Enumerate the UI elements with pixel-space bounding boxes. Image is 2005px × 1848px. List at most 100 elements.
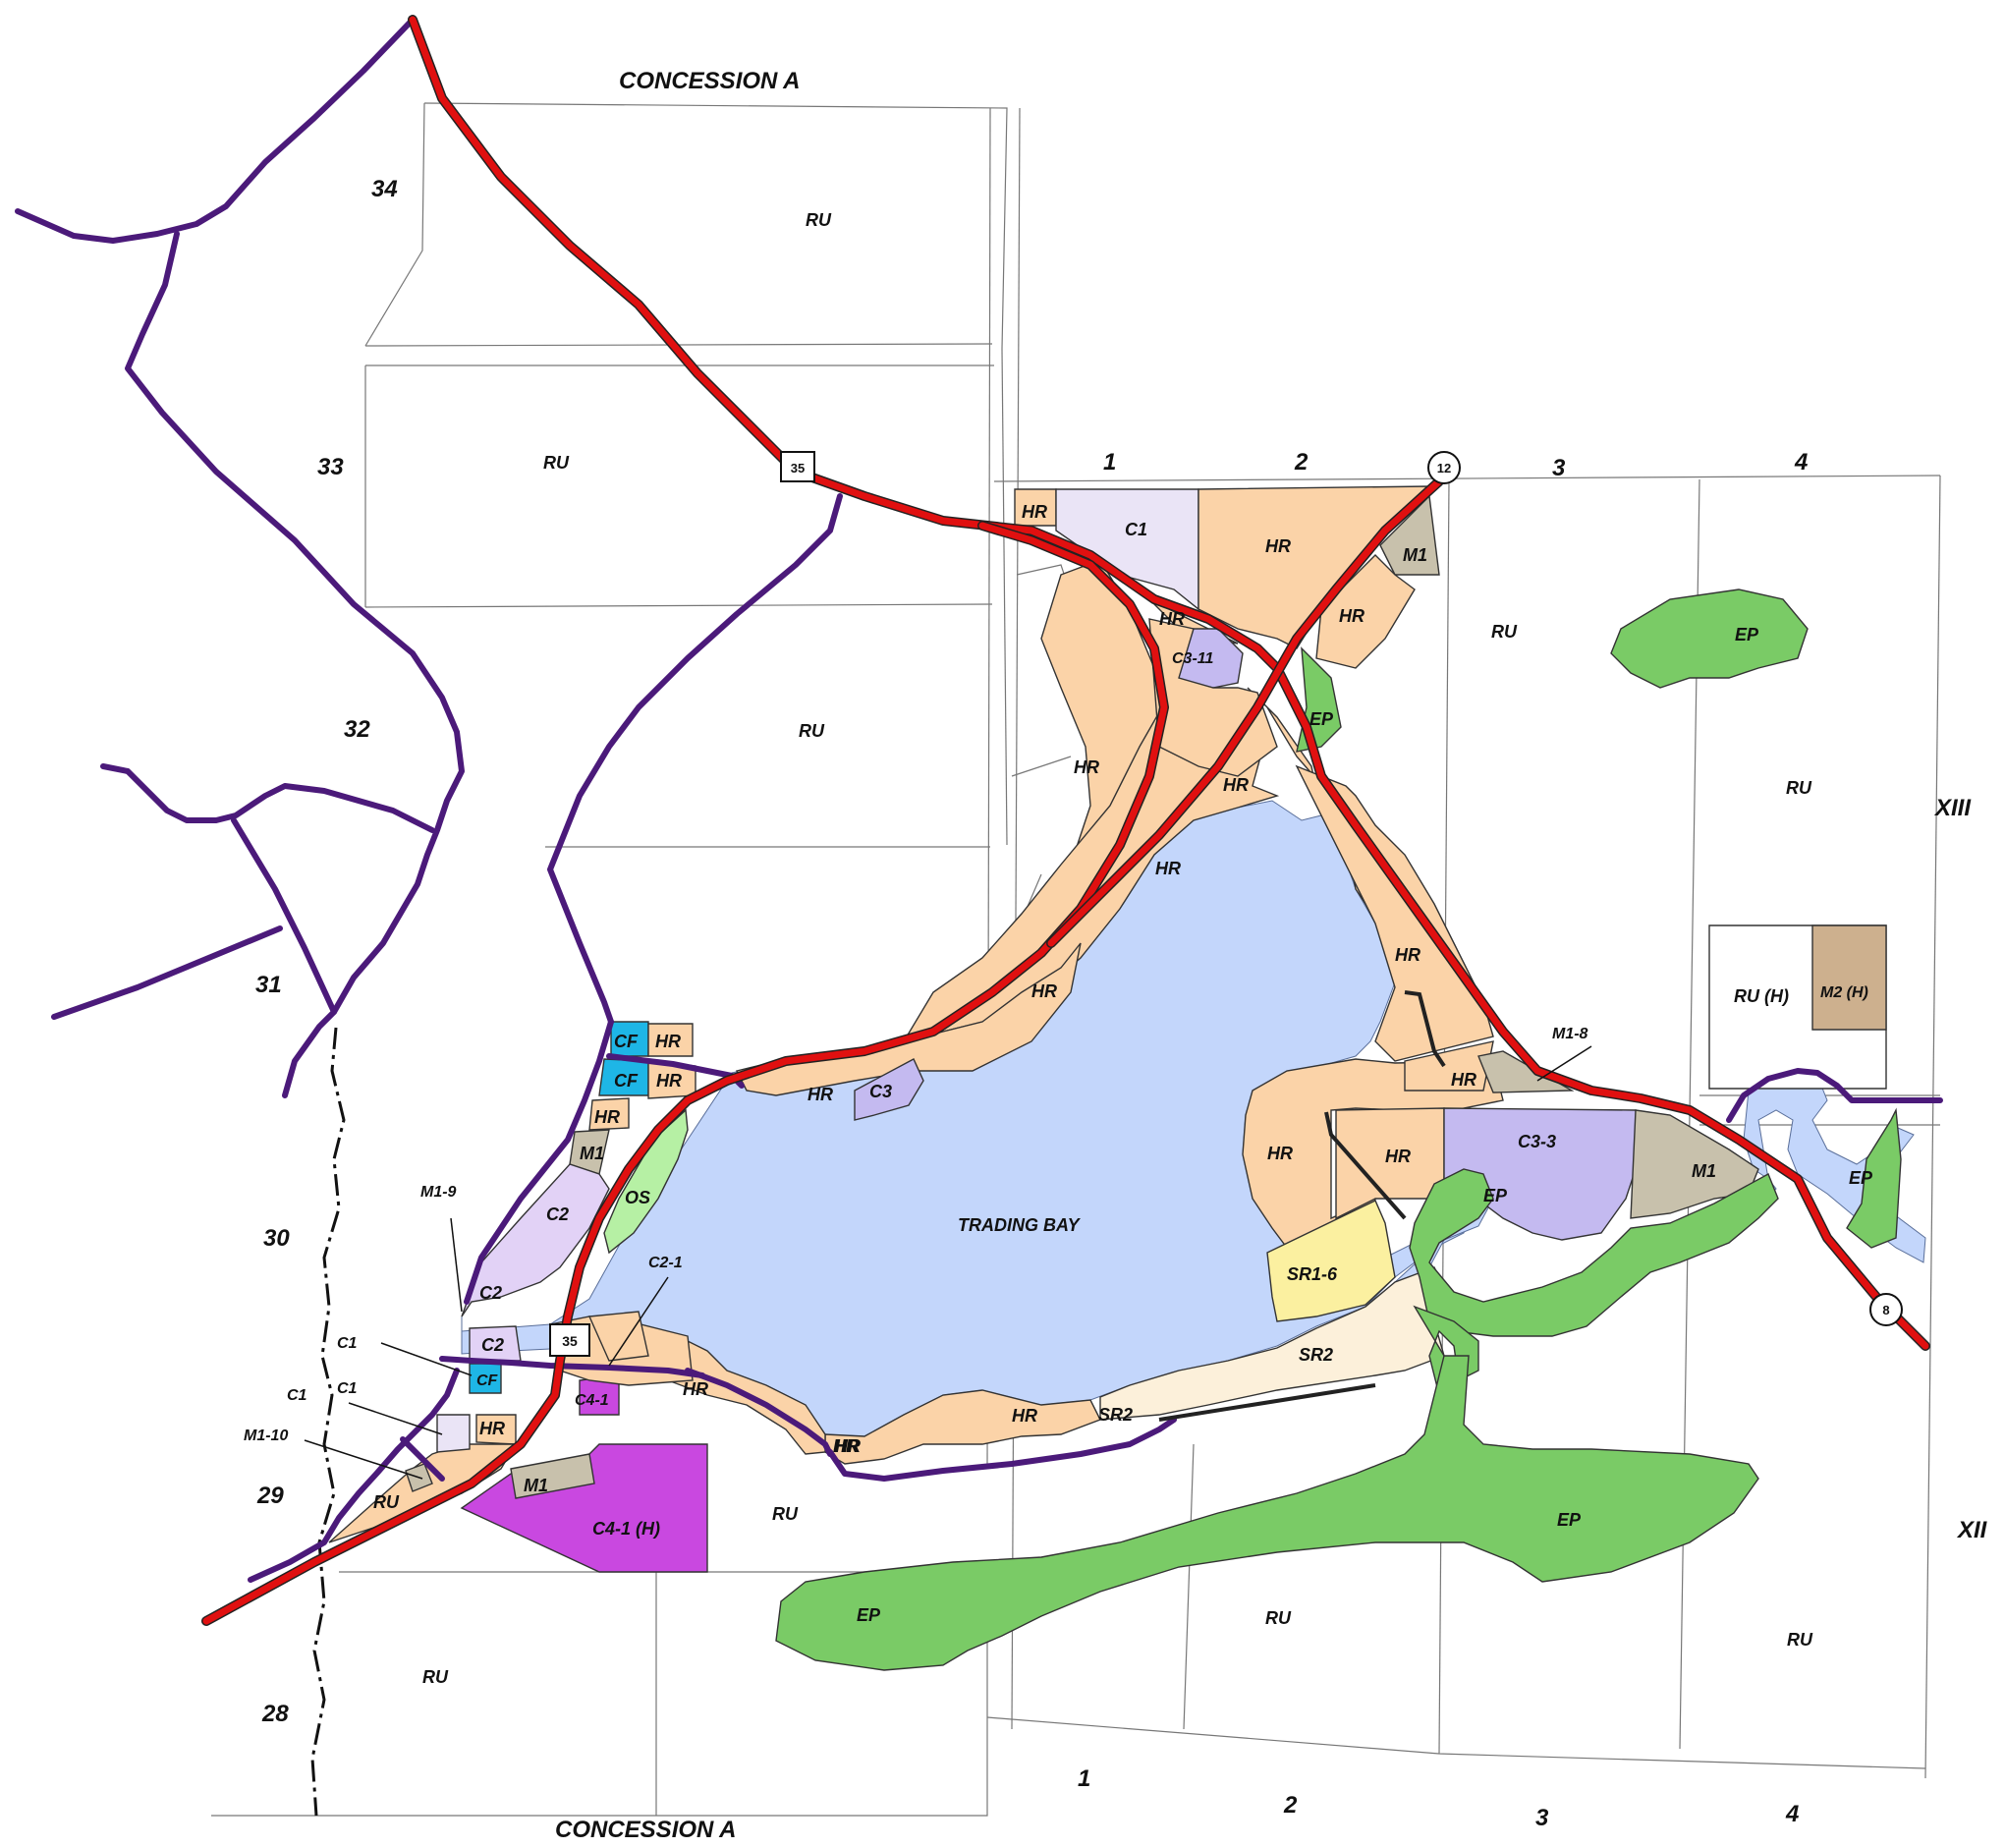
zone-label-hr: HR — [1265, 536, 1291, 556]
zone-label-hr: HR — [835, 1436, 861, 1456]
zone-label-m2-h: M2 (H) — [1820, 984, 1868, 1001]
highway-8-shield[interactable]: 8 — [1869, 1293, 1903, 1326]
lot-label-31: 31 — [255, 972, 282, 998]
zone-label-c4-1: C4-1 — [575, 1392, 609, 1409]
hr-zone-c2-1 — [587, 1311, 649, 1362]
lot-label-bottom-4: 4 — [1785, 1801, 1799, 1827]
zone-label-os: OS — [625, 1188, 650, 1207]
zone-label-cf: CF — [614, 1032, 639, 1051]
zone-label-hr: HR — [1267, 1144, 1293, 1163]
zone-label-hr: HR — [1339, 606, 1365, 626]
svg-text:8: 8 — [1882, 1303, 1889, 1317]
zone-label-ep: EP — [1557, 1510, 1582, 1530]
lot-label-32: 32 — [344, 716, 370, 743]
purple-boundaries — [15, 17, 1943, 1583]
zone-label-hr: HR — [683, 1379, 708, 1399]
zone-label-ru: RU — [772, 1504, 799, 1524]
zone-label-c1: C1 — [1125, 520, 1147, 539]
zone-label-hr: HR — [1159, 609, 1185, 629]
zone-label-c2-1: C2-1 — [648, 1255, 683, 1271]
zone-label-ep: EP — [1849, 1168, 1873, 1188]
zone-label-m1: M1 — [1692, 1161, 1716, 1181]
ep-zone-creek — [1296, 646, 1342, 753]
zone-label-hr: HR — [1395, 945, 1420, 965]
zone-label-ru: RU — [373, 1492, 400, 1512]
ep-zone-top-right — [1610, 588, 1809, 689]
m1-zone-sw — [510, 1453, 595, 1499]
lot-label-bottom-2: 2 — [1283, 1792, 1298, 1819]
ep-zone-south — [775, 1355, 1759, 1671]
c1-zone-sw — [436, 1414, 471, 1453]
zone-label-ru: RU — [799, 721, 825, 741]
zone-label-m1: M1 — [524, 1476, 548, 1495]
zone-label-ru: RU — [422, 1667, 449, 1687]
svg-text:35: 35 — [791, 461, 805, 476]
zone-label-ep: EP — [1735, 625, 1759, 644]
trading-bay-label: TRADING BAY — [958, 1215, 1082, 1235]
hr-zone-c3-11-side — [1148, 618, 1278, 777]
zone-label-hr: HR — [1223, 775, 1249, 795]
zone-label-c1: C1 — [337, 1380, 358, 1397]
zone-label-sr2: SR2 — [1299, 1345, 1333, 1365]
labels: CONCESSION A CONCESSION A XIII XII 34 33… — [244, 68, 1988, 1843]
lot-label-top-1: 1 — [1103, 449, 1116, 476]
zone-label-hr: HR — [594, 1107, 620, 1127]
highway-35-shield-bottom[interactable]: 35 — [549, 1323, 590, 1357]
zone-label-m1-10: M1-10 — [244, 1428, 288, 1444]
concession-label-top: CONCESSION A — [619, 68, 800, 94]
zone-label-c3: C3 — [869, 1082, 892, 1101]
zone-label-ru: RU — [1491, 622, 1518, 642]
zone-label-c1: C1 — [337, 1335, 358, 1352]
hr-zone-top-right — [1315, 554, 1416, 669]
zone-label-c3-11: C3-11 — [1172, 650, 1213, 667]
sr1-6-zone — [1266, 1200, 1396, 1322]
zone-label-hr: HR — [1012, 1406, 1037, 1426]
hr-zone-south-shore — [824, 1389, 1101, 1465]
highway-35-shield-top[interactable]: 35 — [780, 451, 815, 482]
svg-text:12: 12 — [1437, 461, 1451, 476]
zone-label-m1-9: M1-9 — [420, 1184, 457, 1201]
hr-zone-east-main — [1295, 764, 1494, 1062]
leader-lines — [304, 1045, 1592, 1480]
svg-text:35: 35 — [562, 1333, 578, 1349]
zone-label-c2: C2 — [481, 1335, 504, 1355]
lot-label-33: 33 — [317, 454, 344, 480]
township-boundary — [310, 1027, 346, 1817]
roads — [201, 15, 1930, 1626]
zone-label-ru: RU — [1786, 778, 1812, 798]
highway-shields: 35 35 12 8 — [549, 451, 1903, 1357]
zone-label-ru: RU — [1787, 1630, 1813, 1650]
zone-label-ru: RU — [543, 453, 570, 473]
zone-label-ep: EP — [1483, 1186, 1508, 1205]
zone-label-hr: HR — [808, 1085, 833, 1104]
c2-zone-west — [461, 1163, 610, 1317]
zone-label-hr: HR — [1155, 859, 1181, 878]
m1-8-zone — [1477, 1050, 1575, 1093]
lot-label-34: 34 — [371, 176, 398, 202]
lot-label-28: 28 — [261, 1701, 289, 1727]
zone-label-cf: CF — [476, 1372, 499, 1389]
zone-label-hr: HR — [833, 1436, 859, 1456]
zone-label-hr: HR — [655, 1032, 681, 1051]
zone-label-hr: HR — [1451, 1070, 1476, 1090]
zone-label-hr: HR — [1022, 502, 1047, 522]
concession-label-xii: XII — [1956, 1517, 1988, 1543]
lot-label-30: 30 — [263, 1225, 290, 1252]
concession-label-bottom: CONCESSION A — [555, 1817, 736, 1843]
zone-label-m1: M1 — [1403, 545, 1427, 565]
lot-label-top-4: 4 — [1794, 449, 1808, 476]
zone-label-ep: EP — [1309, 709, 1334, 729]
zone-label-ru: RU — [1265, 1608, 1292, 1628]
c3-zone — [854, 1058, 924, 1121]
os-zone — [603, 1108, 689, 1255]
hr-zone-west-3 — [588, 1097, 630, 1131]
zone-label-hr: HR — [1074, 757, 1099, 777]
highway-12-shield[interactable]: 12 — [1427, 451, 1461, 484]
zone-label-hr: HR — [1031, 981, 1057, 1001]
zone-label-c2: C2 — [479, 1283, 502, 1303]
zone-label-c3-3: C3-3 — [1518, 1132, 1556, 1151]
zone-label-hr: HR — [479, 1419, 505, 1438]
lot-label-bottom-3: 3 — [1535, 1805, 1549, 1831]
concession-label-xiii: XIII — [1933, 795, 1972, 821]
